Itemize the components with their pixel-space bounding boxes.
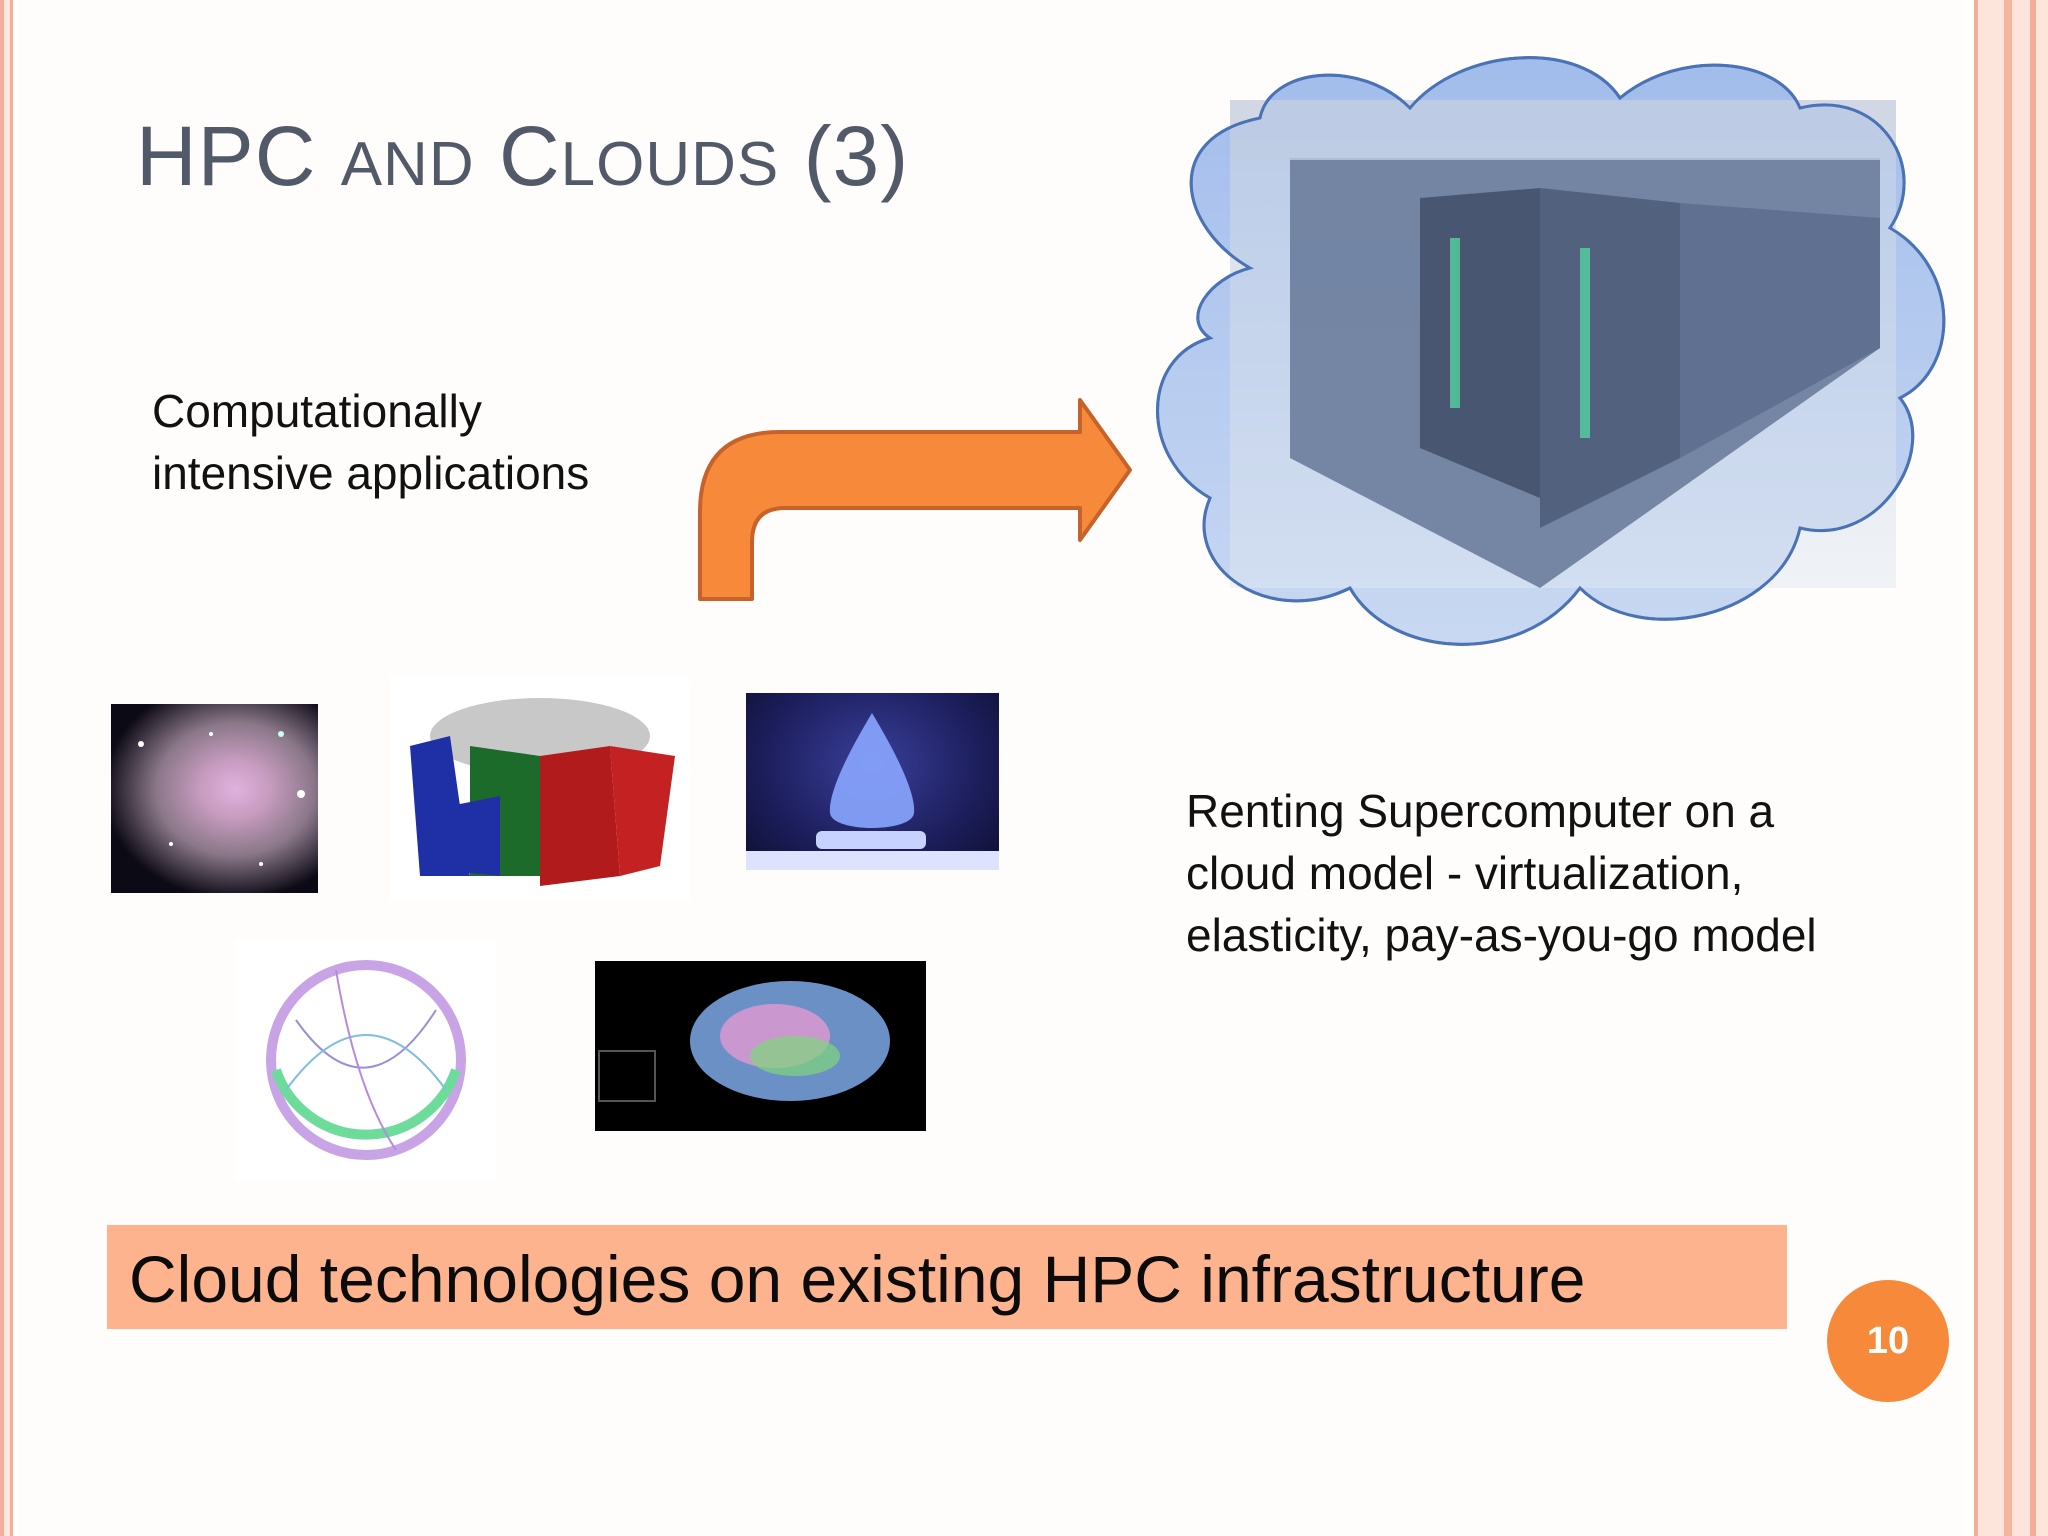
computational-apps-text: Computationally intensive applications <box>152 385 590 499</box>
bent-arrow-icon <box>698 398 1132 601</box>
title-number: (3) <box>803 109 910 203</box>
conclusion-banner: Cloud technologies on existing HPC infra… <box>107 1225 1787 1329</box>
galaxy-image <box>111 704 318 893</box>
network-graph-image <box>236 940 496 1180</box>
left-border-decoration <box>0 0 18 1536</box>
banner-text: Cloud technologies on existing HPC infra… <box>129 1242 1586 1316</box>
title-hpc: HPC <box>136 109 317 203</box>
slide-title: HPC AND CLOUDS (3) <box>136 108 909 205</box>
right-border-decoration <box>1964 0 2048 1536</box>
protein-structure-image <box>390 676 690 900</box>
renting-supercomputer-text: Renting Supercomputer on a cloud model -… <box>1186 785 1817 961</box>
title-louds: LOUDS <box>560 130 780 199</box>
title-c: C <box>498 109 561 203</box>
title-and: AND <box>340 130 475 199</box>
page-number-badge: 10 <box>1827 1280 1949 1402</box>
neuron-synapse-image <box>746 693 999 870</box>
cloud-shape <box>1156 56 1946 646</box>
brain-tractography-image <box>595 961 926 1131</box>
